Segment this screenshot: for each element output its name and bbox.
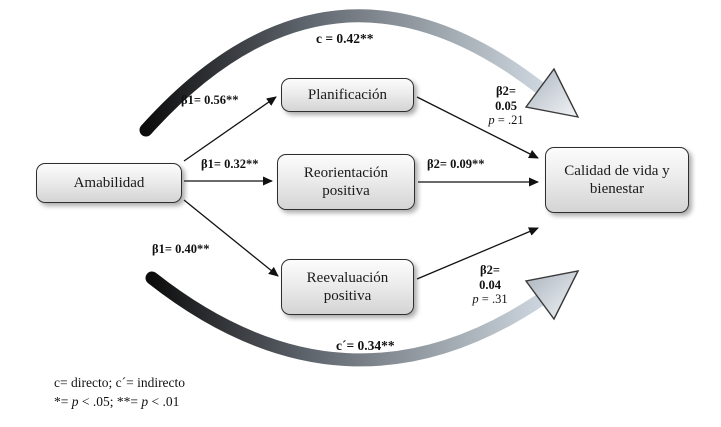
- p-symbol: p: [141, 394, 149, 409]
- path-label-b2-planificacion: β2= 0.05 p = .21: [468, 84, 544, 128]
- footnote-line1: c= directo; c´= indirecto: [54, 375, 186, 390]
- label-line: 0.04: [479, 277, 501, 292]
- predictor-box: Amabilidad: [36, 163, 182, 203]
- footnote-line2: *= p < .05; **= p < .01: [54, 392, 185, 411]
- path-label-b2-reorientacion: β2= 0.09**: [427, 157, 485, 171]
- direct-effect-arrowhead-icon: [524, 67, 580, 118]
- footnote-text-part: < .01: [148, 394, 180, 409]
- indirect-effect-curved-arrow: [145, 271, 547, 367]
- label-line: β2=: [496, 84, 516, 98]
- label-line: 0.05: [495, 98, 517, 113]
- indirect-effect-arrowhead-icon: [524, 270, 580, 321]
- label-line-pvalue: p = .31: [452, 292, 528, 307]
- p-symbol: p: [472, 292, 479, 306]
- mediator-box-planificacion: Planificación: [281, 78, 414, 112]
- path-label-b2-reevaluacion: β2= 0.04 p = .31: [452, 263, 528, 307]
- p-symbol: p: [488, 113, 495, 127]
- p-value-text: = .31: [478, 292, 508, 306]
- footnote-text-part: *=: [54, 394, 72, 409]
- mediator-box-reorientacion: Reorientación positiva: [277, 154, 415, 210]
- arrow-predictor-to-reevaluacion: [183, 199, 279, 277]
- direct-effect-label: c = 0.42**: [316, 31, 374, 46]
- indirect-effect-label: c´= 0.34**: [336, 338, 395, 353]
- path-label-b1-reorientacion: β1= 0.32**: [201, 157, 259, 171]
- footnote: c= directo; c´= indirecto *= p < .05; **…: [54, 373, 185, 411]
- mediator-box-reevaluacion: Reevaluación positiva: [281, 259, 414, 315]
- arrow-predictor-to-planificacion: [183, 96, 277, 162]
- arrow-planificacion-to-outcome: [416, 96, 539, 159]
- arrow-reevaluacion-to-outcome: [416, 227, 539, 280]
- path-label-b1-planificacion: β1= 0.56**: [181, 93, 239, 107]
- outcome-box: Calidad de vida y bienestar: [545, 147, 689, 213]
- footnote-text-part: < .05; **=: [78, 394, 142, 409]
- label-line-pvalue: p = .21: [468, 113, 544, 128]
- p-value-text: = .21: [494, 113, 524, 127]
- direct-effect-curved-arrow: [139, 9, 547, 137]
- p-symbol: p: [71, 394, 79, 409]
- path-label-b1-reevaluacion: β1= 0.40**: [152, 242, 210, 256]
- label-line: β2=: [480, 263, 500, 277]
